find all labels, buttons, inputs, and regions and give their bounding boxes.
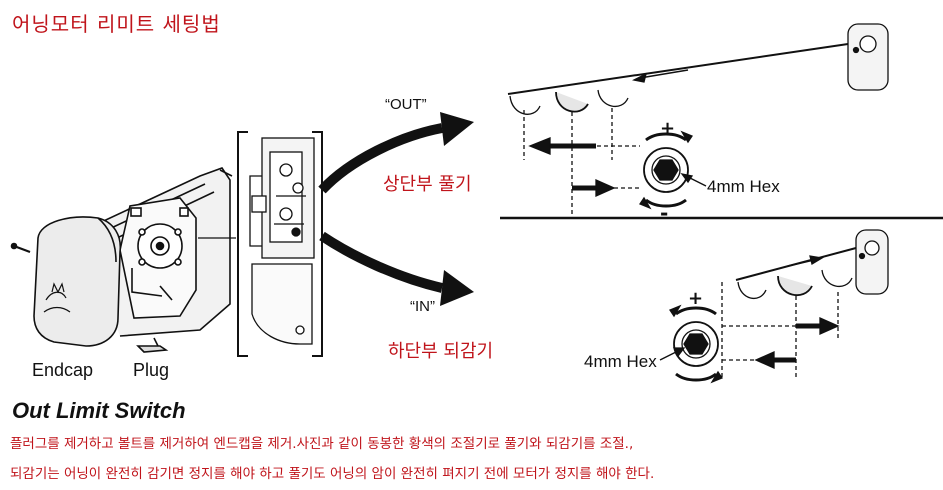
plug-label: Plug xyxy=(133,360,170,380)
endcap-label: Endcap xyxy=(32,360,94,380)
out-arrow xyxy=(318,112,474,194)
plus-top-symbol: + xyxy=(660,118,675,139)
bottom-action-label: 하단부 되감기 xyxy=(388,341,494,362)
page-title: 어닝모터 리미트 세팅법 xyxy=(12,12,221,36)
awning-out-scene xyxy=(507,23,889,214)
in-arrow xyxy=(319,231,474,306)
section-heading: Out Limit Switch xyxy=(12,398,186,423)
awning-in-scene xyxy=(659,229,889,384)
switch-detail-bracket xyxy=(237,131,323,357)
instruction-note-1: 플러그를 제거하고 볼트를 제거하여 엔드캡을 제거.사진과 같이 동봉한 황색… xyxy=(10,436,634,452)
switch-detail-mechanism xyxy=(249,137,315,345)
hex-top-label: 4mm Hex xyxy=(707,177,780,196)
in-label: “IN” xyxy=(410,298,435,315)
plus-bottom-symbol: + xyxy=(688,288,703,309)
out-label: “OUT” xyxy=(385,96,427,113)
minus-top-symbol: - xyxy=(660,201,668,225)
motor-tube-illustration xyxy=(10,167,236,353)
top-action-label: 상단부 풀기 xyxy=(383,174,472,195)
instruction-note-2: 되감기는 어닝이 완전히 감기면 정지를 해야 하고 풀기도 어닝의 암이 완전… xyxy=(10,466,655,482)
hex-bottom-label: 4mm Hex xyxy=(584,352,657,371)
